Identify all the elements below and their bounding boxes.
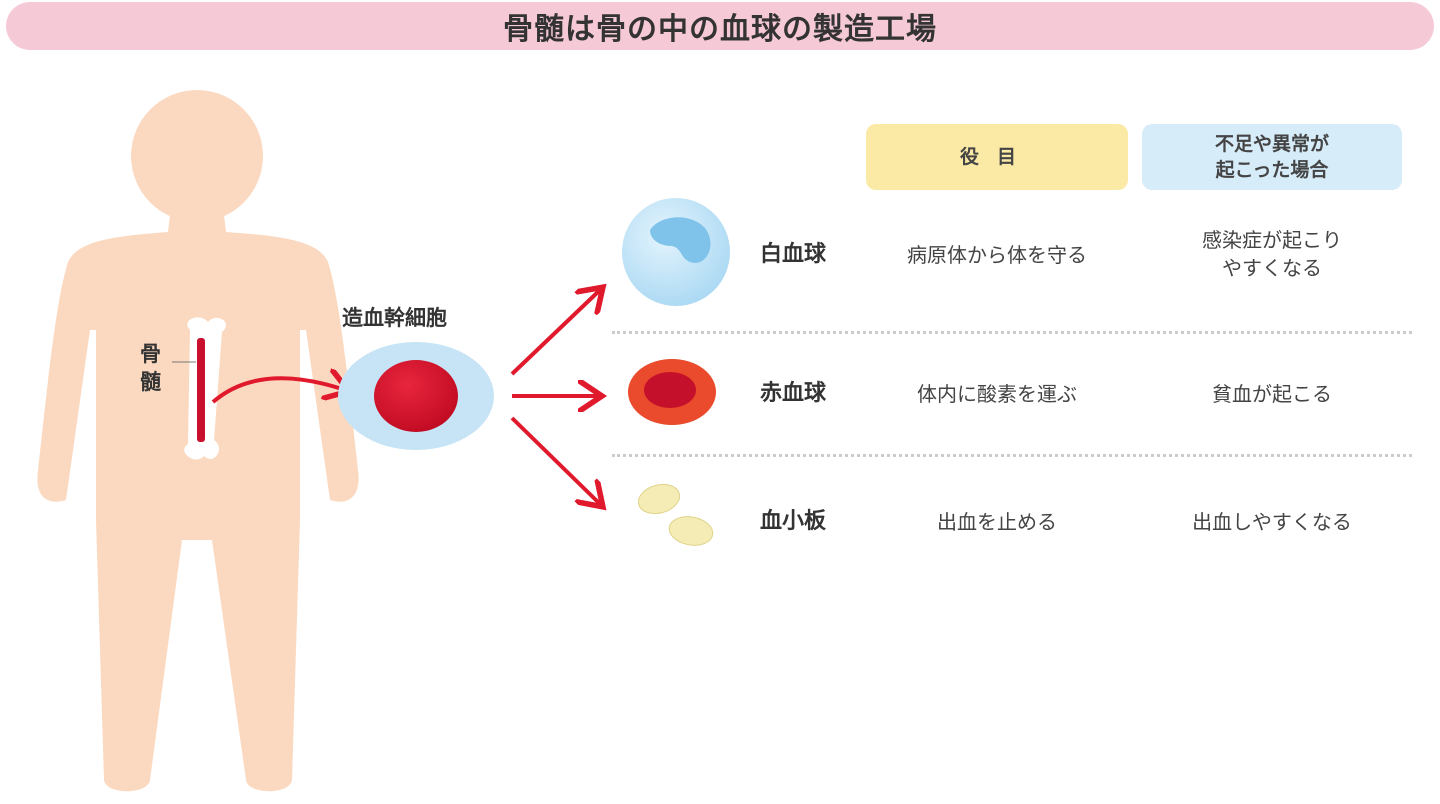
cell-issue-white-1: 感染症が起こり	[1202, 228, 1342, 252]
white-blood-cell-icon	[622, 198, 730, 306]
stem-cell-label: 造血幹細胞	[342, 306, 447, 330]
platelet-icon	[637, 483, 714, 546]
head	[131, 90, 263, 222]
cell-issue-white-2: やすくなる	[1222, 256, 1322, 280]
cell-name-platelet: 血小板	[760, 509, 827, 534]
red-blood-cell-icon	[628, 359, 716, 425]
cell-role-red: 体内に酸素を運ぶ	[917, 382, 1077, 406]
cell-role-platelet: 出血を止める	[937, 510, 1057, 534]
human-body-figure	[37, 90, 359, 792]
header-role: 役目	[866, 124, 1128, 190]
cell-name-white: 白血球	[760, 242, 827, 267]
cell-role-white: 病原体から体を守る	[907, 243, 1087, 267]
cell-issue-platelet: 出血しやすくなる	[1192, 510, 1352, 534]
arrow-to-white-cell	[510, 290, 600, 376]
stem-cell-icon	[338, 342, 494, 450]
cell-issue-red: 貧血が起こる	[1212, 382, 1332, 406]
arrow-to-platelet	[510, 416, 600, 504]
page-title: 骨髄は骨の中の血球の製造工場	[6, 2, 1434, 50]
torso	[37, 215, 359, 792]
bone-marrow-label: 骨髄	[140, 342, 161, 394]
cell-name-red: 赤血球	[760, 381, 827, 406]
header-issue: 不足や異常が 起こった場合	[1142, 124, 1402, 190]
bone-icon	[172, 317, 227, 460]
row-divider	[612, 331, 1412, 334]
arrow-to-stem-cell	[211, 378, 345, 404]
row-divider	[612, 454, 1412, 457]
